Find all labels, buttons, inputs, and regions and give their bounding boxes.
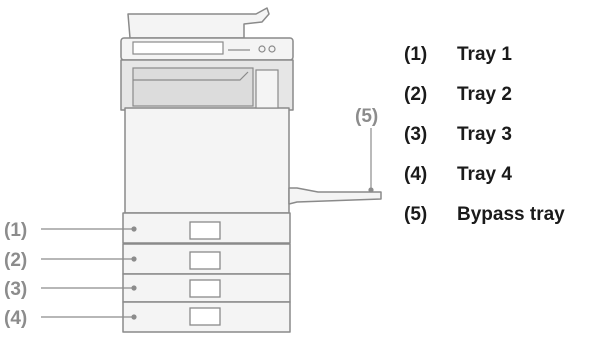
- start-button-icon: [258, 45, 266, 53]
- tray-2-handle: [189, 251, 221, 270]
- legend-number: (2): [404, 84, 428, 105]
- legend-number: (4): [404, 164, 428, 185]
- document-feeder: [127, 7, 270, 39]
- display-screen: [132, 41, 224, 55]
- tray-4-handle: [189, 307, 221, 326]
- legend-label: Tray 3: [457, 124, 512, 145]
- callout-tray-4: (4): [4, 308, 27, 329]
- tray-3-handle: [189, 279, 221, 298]
- legend-number: (3): [404, 124, 428, 145]
- main-body: [124, 107, 290, 214]
- side-flap: [255, 69, 279, 109]
- legend-number: (1): [404, 44, 428, 65]
- legend-label: Tray 1: [457, 44, 512, 65]
- legend-number: (5): [404, 204, 428, 225]
- tray-1-handle: [189, 221, 221, 240]
- legend-label: Tray 2: [457, 84, 512, 105]
- legend-label: Bypass tray: [457, 204, 565, 225]
- output-tray-area: [132, 67, 254, 107]
- callout-tray-1: (1): [4, 220, 27, 241]
- callout-tray-3: (3): [4, 279, 27, 300]
- callout-bypass-tray: (5): [355, 106, 378, 127]
- stop-button-icon: [268, 45, 276, 53]
- legend-label: Tray 4: [457, 164, 512, 185]
- callout-tray-2: (2): [4, 250, 27, 271]
- bypass-tray: [288, 187, 382, 205]
